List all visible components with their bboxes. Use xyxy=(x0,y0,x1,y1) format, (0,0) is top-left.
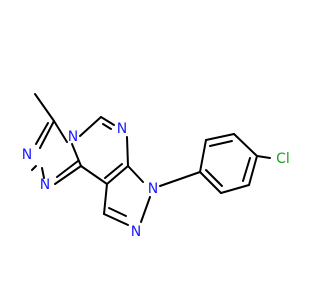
bond-ph-4-double xyxy=(242,157,251,182)
bond-ch-n-pz-double xyxy=(108,207,127,217)
bond-c-ch-pz xyxy=(103,183,108,215)
bond-n-c-pz2 xyxy=(127,165,144,183)
molecule-structure-diagram: N N N N N N Cl xyxy=(22,93,290,240)
atom-n-pyrimidine: N xyxy=(117,121,127,137)
bond-ph-4 xyxy=(248,155,258,186)
bond-c-ntop xyxy=(53,120,68,143)
bond-methyl xyxy=(34,93,55,122)
bond-c-n-left xyxy=(39,120,55,149)
bond-ph-5 xyxy=(220,184,250,194)
atom-n-pyrazole-bottom: N xyxy=(131,224,141,240)
bond-ch-n-double xyxy=(102,123,112,130)
bond-ch-n-pz xyxy=(103,213,129,226)
bond-c-n-fused xyxy=(71,143,82,167)
atom-n-bridgehead: N xyxy=(68,129,78,145)
bond-n-n xyxy=(41,167,45,179)
bond-ch-n xyxy=(100,116,115,126)
bond-n-c-double xyxy=(56,160,79,178)
bond-n-c-pz xyxy=(126,136,129,167)
bonds xyxy=(31,93,271,226)
atom-cl: Cl xyxy=(276,151,290,167)
bond-ph-2 xyxy=(205,133,235,141)
bond-n-n-left xyxy=(31,165,37,171)
bond-n-n-pz xyxy=(140,196,151,223)
atom-n-pyrazole-aryl: N xyxy=(148,181,158,197)
bond-c-c-fused-double xyxy=(104,163,123,179)
bond-ph-1 xyxy=(199,139,207,173)
molecule-svg: N N N N N N Cl xyxy=(22,93,290,240)
bond-n-ch xyxy=(79,116,102,137)
bond-c-c-fused xyxy=(106,165,129,185)
atom-labels: N N N N N N Cl xyxy=(22,121,290,240)
bond-ph-6-double xyxy=(205,169,223,187)
atom-n-triazole-bottom: N xyxy=(40,177,50,193)
bond-n-phenyl xyxy=(159,171,201,187)
atom-n-triazole-left: N xyxy=(22,147,32,163)
bond-c-cl xyxy=(256,155,271,159)
bond-ph-2-double xyxy=(209,140,233,147)
bond-n-c xyxy=(54,165,82,185)
bond-c-c-left xyxy=(80,165,108,185)
bond-c-n-left-double xyxy=(35,122,49,145)
bond-ph-3 xyxy=(233,133,258,157)
bond-ph-6 xyxy=(199,171,222,194)
